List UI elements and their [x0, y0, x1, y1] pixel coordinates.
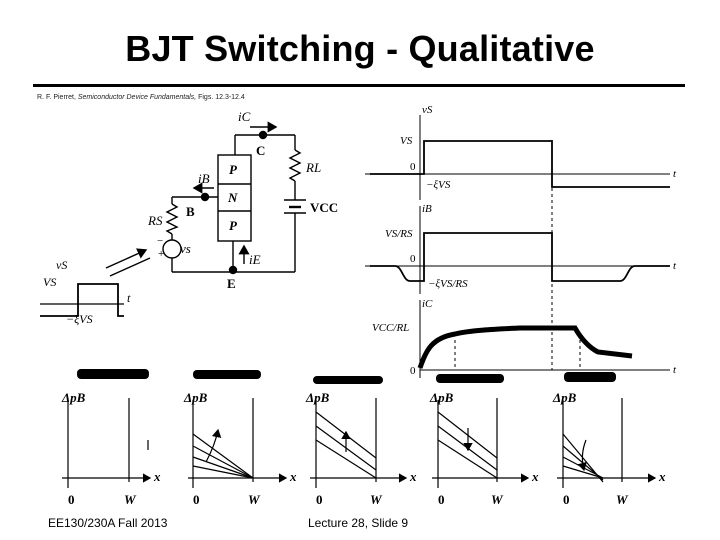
emitter-node: [228, 265, 238, 275]
dp-plot-3-w: W: [370, 492, 383, 507]
dp-plot-2-marker: [193, 370, 261, 379]
n-mid-label: N: [227, 190, 238, 205]
plus-label: +: [158, 248, 164, 260]
waveform-traces: [370, 140, 670, 369]
base-node: [200, 192, 210, 202]
vs-source: [162, 239, 182, 259]
dp-plot-5: [557, 398, 657, 488]
ib-panel-low-label: −ξVS/RS: [428, 278, 468, 290]
drive-arrow-2: [109, 257, 151, 277]
dp-plot-4-w: W: [491, 492, 504, 507]
vs-panel-t-label: t: [673, 168, 677, 180]
dp-plot-4: [432, 398, 530, 488]
dp-plot-2-x: x: [289, 469, 297, 484]
rs-resistor: [165, 203, 179, 235]
ib-panel-zero-label: 0: [410, 253, 416, 265]
ib-panel-t-label: t: [673, 260, 677, 272]
dp-plot-2-w: W: [248, 492, 261, 507]
ib-panel-y-label: iB: [422, 203, 432, 215]
dp-plot-3-x: x: [409, 469, 417, 484]
ic-panel-y-label: iC: [422, 298, 433, 310]
footer-course: EE130/230A Fall 2013: [48, 516, 168, 530]
vs-waveform: [370, 140, 670, 188]
minus-label: −: [157, 235, 163, 247]
dp-plot-5-decay-arrow: [577, 439, 587, 472]
dp-plot-5-zero: 0: [563, 492, 570, 507]
dp-plot-2-zero: 0: [193, 492, 200, 507]
dp-plot-5-ylabel: ΔpB: [552, 390, 577, 405]
dp-plot-1-ylabel: ΔpB: [61, 390, 86, 405]
input-pulse-low-label: −ξVS: [66, 312, 93, 326]
circuit-labels: iC C iB B RS RL VCC P N P + − vs iE E: [147, 109, 338, 291]
input-pulse: [40, 283, 124, 317]
dp-plot-3: [310, 398, 408, 488]
dp-plot-1-marker: [77, 369, 149, 379]
drive-arrow-1: [105, 248, 148, 269]
dp-plot-5-w: W: [616, 492, 629, 507]
dp-plot-2-growth-arrow: [205, 428, 222, 463]
ib-waveform: [370, 232, 670, 282]
p-top-label: P: [229, 162, 238, 177]
dp-plot-3-zero: 0: [316, 492, 323, 507]
input-pulse-t-label: t: [127, 291, 131, 305]
ib-panel-high-label: VS/RS: [385, 228, 413, 240]
dp-plot-5-x: x: [658, 469, 666, 484]
source-citation: R. F. Pierret, Semiconductor Device Fund…: [37, 94, 245, 101]
dp-plot-5-marker: [564, 372, 616, 382]
input-pulse-labels: vS VS −ξVS t: [43, 258, 131, 326]
vs-panel-zero-label: 0: [410, 161, 416, 173]
slide-title: BJT Switching - Qualitative: [125, 28, 595, 69]
bjt-circuit: [105, 121, 306, 277]
vs-label: vs: [180, 241, 191, 256]
ic-panel-high-label: VCC/RL: [372, 322, 409, 334]
source-figs: Figs. 12.3-12.4: [198, 94, 245, 101]
title-underline: [33, 84, 685, 87]
input-pulse-high-label: VS: [43, 275, 56, 289]
dp-plot-4-ylabel: ΔpB: [429, 390, 454, 405]
waveform-axes: [365, 115, 670, 378]
dp-plot-3-marker: [313, 376, 383, 384]
ic-waveform: [417, 325, 633, 369]
source-author: R. F. Pierret,: [37, 94, 76, 101]
source-book: Semiconductor Device Fundamentals,: [77, 94, 197, 101]
dp-plot-1-w: W: [124, 492, 137, 507]
rs-label: RS: [147, 213, 163, 228]
rl-resistor: [288, 149, 302, 182]
dp-plot-1: [62, 398, 152, 488]
collector-node: [258, 130, 268, 140]
ic-label: iC: [238, 109, 251, 124]
b-label: B: [186, 204, 195, 219]
ie-label: iE: [249, 252, 261, 267]
footer-slide-number: Lecture 28, Slide 9: [308, 516, 409, 530]
vcc-label: VCC: [310, 200, 338, 215]
vs-panel-y-label: vS: [422, 104, 433, 116]
dp-plot-4-marker: [436, 374, 504, 383]
input-pulse-v-label: vS: [56, 258, 67, 272]
p-bot-label: P: [229, 218, 238, 233]
ib-label: iB: [198, 171, 210, 186]
e-label: E: [227, 276, 236, 291]
vs-panel-low-label: −ξVS: [426, 179, 451, 191]
vs-panel-high-label: VS: [400, 135, 413, 147]
dp-plot-1-zero: 0: [68, 492, 75, 507]
input-pulse-waveform: [40, 283, 124, 317]
dp-plot-2: [188, 398, 288, 488]
dp-plot-markers: [77, 369, 616, 384]
dp-plot-2-ylabel: ΔpB: [183, 390, 208, 405]
ic-panel-zero-label: 0: [410, 365, 416, 377]
dp-plot-4-x: x: [531, 469, 539, 484]
dp-plot-3-ylabel: ΔpB: [305, 390, 330, 405]
ic-panel-t-label: t: [673, 364, 677, 376]
dp-plot-4-zero: 0: [438, 492, 445, 507]
dp-plot-1-x: x: [153, 469, 161, 484]
rl-label: RL: [305, 160, 321, 175]
c-label: C: [256, 143, 265, 158]
waveform-labels: vS VS 0 −ξVS t iB VS/RS 0 −ξVS/RS t iC V…: [372, 104, 677, 377]
dp-plot-labels: ΔpB 0 W x ΔpB 0 W x ΔpB 0 W x ΔpB 0 W x …: [61, 390, 666, 507]
